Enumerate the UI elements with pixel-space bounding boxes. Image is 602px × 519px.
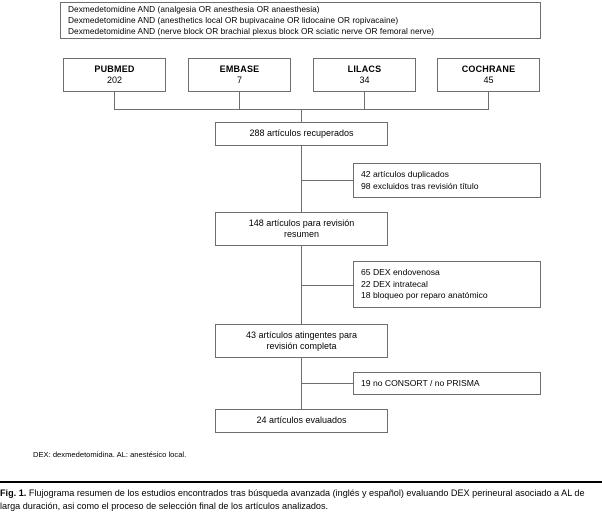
connector-branch-excl-3 <box>301 383 353 384</box>
stage-box-abstract-review: 148 artículos para revisión resumen <box>215 212 388 246</box>
exclusion-2-line-1: 65 DEX endovenosa <box>361 267 440 278</box>
figure-caption-label: Fig. 1. <box>0 488 27 498</box>
search-query-box: Dexmedetomidine AND (analgesia OR anesth… <box>60 2 541 39</box>
search-query-line-3: Dexmedetomidine AND (nerve block OR brac… <box>68 26 435 37</box>
figure-legend-abbreviations: DEX: dexmedetomidina. AL: anestésico loc… <box>33 450 187 459</box>
exclusion-box-2: 65 DEX endovenosa 22 DEX intratecal 18 b… <box>353 261 541 308</box>
stage-box-fulltext-review: 43 artículos atingentes para revisión co… <box>215 324 388 358</box>
connector-cochrane-drop <box>488 92 489 109</box>
connector-manifold-to-retrieved <box>301 109 302 122</box>
stage-evaluated-line-1: 24 artículos evaluados <box>256 415 347 426</box>
exclusion-3-line-1: 19 no CONSORT / no PRISMA <box>361 377 480 388</box>
connector-pubmed-drop <box>114 92 115 109</box>
exclusion-box-3: 19 no CONSORT / no PRISMA <box>353 372 541 395</box>
stage-fulltext-line-1: 43 artículos atingentes para <box>245 329 358 340</box>
database-count-cochrane: 45 <box>483 75 494 85</box>
figure-caption: Fig. 1. Flujograma resumen de los estudi… <box>0 487 598 512</box>
database-box-cochrane: COCHRANE 45 <box>437 58 540 92</box>
database-box-lilacs: LILACS 34 <box>313 58 416 92</box>
connector-branch-excl-1 <box>301 180 353 181</box>
stage-abstract-line-2: resumen <box>283 229 319 239</box>
stage-fulltext-line-2: revisión completa <box>266 341 337 351</box>
connector-embase-drop <box>239 92 240 109</box>
exclusion-1-line-2: 98 excluidos tras revisión título <box>361 180 479 191</box>
database-name-pubmed: PUBMED <box>94 64 135 74</box>
caption-divider <box>0 481 602 483</box>
connector-branch-excl-2 <box>301 285 353 286</box>
stage-box-evaluated: 24 artículos evaluados <box>215 409 388 433</box>
stage-box-retrieved: 288 artículos recuperados <box>215 122 388 146</box>
exclusion-1-line-1: 42 artículos duplicados <box>361 168 449 179</box>
database-name-lilacs: LILACS <box>347 64 382 74</box>
database-count-embase: 7 <box>236 75 242 85</box>
database-count-pubmed: 202 <box>106 75 123 85</box>
database-box-embase: EMBASE 7 <box>188 58 291 92</box>
search-query-line-2: Dexmedetomidine AND (anesthetics local O… <box>68 14 399 25</box>
stage-abstract-line-1: 148 artículos para revisión <box>248 217 355 228</box>
database-box-pubmed: PUBMED 202 <box>63 58 166 92</box>
database-count-lilacs: 34 <box>359 75 370 85</box>
exclusion-2-line-3: 18 bloqueo por reparo anatómico <box>361 290 488 301</box>
figure-caption-text: Flujograma resumen de los estudios encon… <box>0 488 585 511</box>
connector-lilacs-drop <box>364 92 365 109</box>
database-name-cochrane: COCHRANE <box>461 64 516 74</box>
exclusion-2-line-2: 22 DEX intratecal <box>361 278 428 289</box>
database-name-embase: EMBASE <box>219 64 260 74</box>
exclusion-box-1: 42 artículos duplicados 98 excluidos tra… <box>353 163 541 198</box>
stage-retrieved-line-1: 288 artículos recuperados <box>249 128 354 139</box>
search-query-line-1: Dexmedetomidine AND (analgesia OR anesth… <box>68 3 320 14</box>
